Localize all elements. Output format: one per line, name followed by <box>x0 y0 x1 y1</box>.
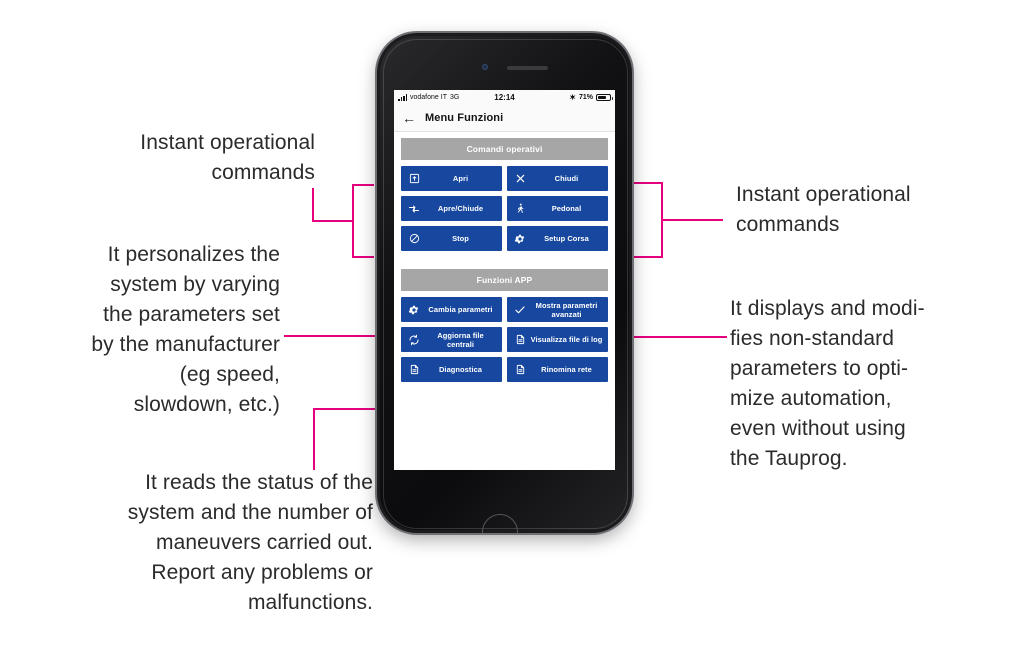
battery-percent-label: 71% <box>578 94 593 101</box>
screen-content: Comandi operativi Apri <box>394 132 615 470</box>
section-spacer <box>401 251 608 269</box>
button-label: Cambia parametri <box>428 305 493 314</box>
gear-icon <box>512 231 528 247</box>
network-type-label: 3G <box>449 94 460 101</box>
leader-right-bracket-stem <box>661 219 723 221</box>
button-grid-comandi-operativi: Apri Chiudi <box>401 166 608 251</box>
button-visualizza-file-di-log[interactable]: Visualizza file di log <box>507 327 608 352</box>
section-header-comandi-operativi: Comandi operativi <box>401 138 608 160</box>
button-mostra-parametri-avanzati[interactable]: Mostra parametri avanzati <box>507 297 608 322</box>
leader-diagnostica-horizontal <box>313 408 406 410</box>
button-label: Pedonal <box>551 204 582 213</box>
leader-top-left-drop <box>312 188 314 222</box>
status-bar: vodafone IT 3G 12:14 ✶ 71% <box>394 90 615 105</box>
button-label: Apre/Chiude <box>437 204 484 213</box>
earpiece-speaker-icon <box>507 66 548 70</box>
carrier-label: vodafone IT <box>410 94 447 101</box>
battery-icon <box>596 94 613 101</box>
leader-left-bracket-stem <box>312 220 353 222</box>
open-close-arrows-icon <box>406 201 422 217</box>
document-icon <box>406 362 422 378</box>
button-label: Aggiorna file centrali <box>437 330 484 349</box>
close-x-icon <box>512 171 528 187</box>
section-header-funzioni-app: Funzioni APP <box>401 269 608 291</box>
stop-circle-icon <box>406 231 422 247</box>
leader-mostra-parametri <box>607 336 727 338</box>
open-box-arrow-icon <box>406 171 422 187</box>
leader-diagnostica-vertical <box>313 408 315 470</box>
leader-right-bracket-bottom <box>631 256 663 258</box>
gear-icon <box>406 302 422 318</box>
clock-label: 12:14 <box>494 93 515 102</box>
button-label: Mostra parametri avanzati <box>535 300 598 319</box>
button-chiudi[interactable]: Chiudi <box>507 166 608 191</box>
arrow-left-icon[interactable]: ← <box>402 110 416 126</box>
callout-bottom-left: It reads the status of the system and th… <box>127 471 373 614</box>
button-pedonal[interactable]: Pedonal <box>507 196 608 221</box>
callout-mid-right: It displays and modi- fies non-standard … <box>730 297 925 470</box>
button-grid-funzioni-app: Cambia parametri Mostra parametri avanza… <box>401 297 608 382</box>
signal-bars-icon <box>398 94 407 101</box>
button-label: Stop <box>452 234 469 243</box>
callout-mid-left: It personalizes the system by varying th… <box>91 243 280 416</box>
phone-screen: vodafone IT 3G 12:14 ✶ 71% ← Menu Funzio… <box>394 90 615 470</box>
bluetooth-icon: ✶ <box>569 92 576 102</box>
button-label: Setup Corsa <box>544 234 589 243</box>
button-label: Visualizza file di log <box>530 335 603 344</box>
leader-right-bracket-top <box>631 182 663 184</box>
button-label: Rinomina rete <box>541 365 592 374</box>
button-aggiorna-file-centrali[interactable]: Aggiorna file centrali <box>401 327 502 352</box>
button-label: Chiudi <box>554 174 579 183</box>
button-stop[interactable]: Stop <box>401 226 502 251</box>
button-diagnostica[interactable]: Diagnostica <box>401 357 502 382</box>
leader-left-bracket-top <box>352 184 374 186</box>
leader-left-bracket-bottom <box>352 256 374 258</box>
document-icon <box>512 332 528 348</box>
document-icon <box>512 362 528 378</box>
callout-top-right: Instant operational commands <box>736 183 911 236</box>
button-rinomina-rete[interactable]: Rinomina rete <box>507 357 608 382</box>
page-title: Menu Funzioni <box>425 112 504 124</box>
app-bar: ← Menu Funzioni <box>394 105 615 132</box>
phone-device: vodafone IT 3G 12:14 ✶ 71% ← Menu Funzio… <box>377 33 632 533</box>
button-setup-corsa[interactable]: Setup Corsa <box>507 226 608 251</box>
button-label: Diagnostica <box>438 365 483 374</box>
button-apre-chiude[interactable]: Apre/Chiude <box>401 196 502 221</box>
pedestrian-icon <box>512 201 528 217</box>
leader-cambia-parametri <box>284 335 406 337</box>
check-icon <box>512 302 528 318</box>
refresh-icon <box>406 332 422 348</box>
button-label: Apri <box>452 174 469 183</box>
button-apri[interactable]: Apri <box>401 166 502 191</box>
front-camera-icon <box>482 64 488 70</box>
button-cambia-parametri[interactable]: Cambia parametri <box>401 297 502 322</box>
leader-left-bracket-vertical <box>352 184 354 258</box>
callout-top-left: Instant operational commands <box>140 131 315 184</box>
